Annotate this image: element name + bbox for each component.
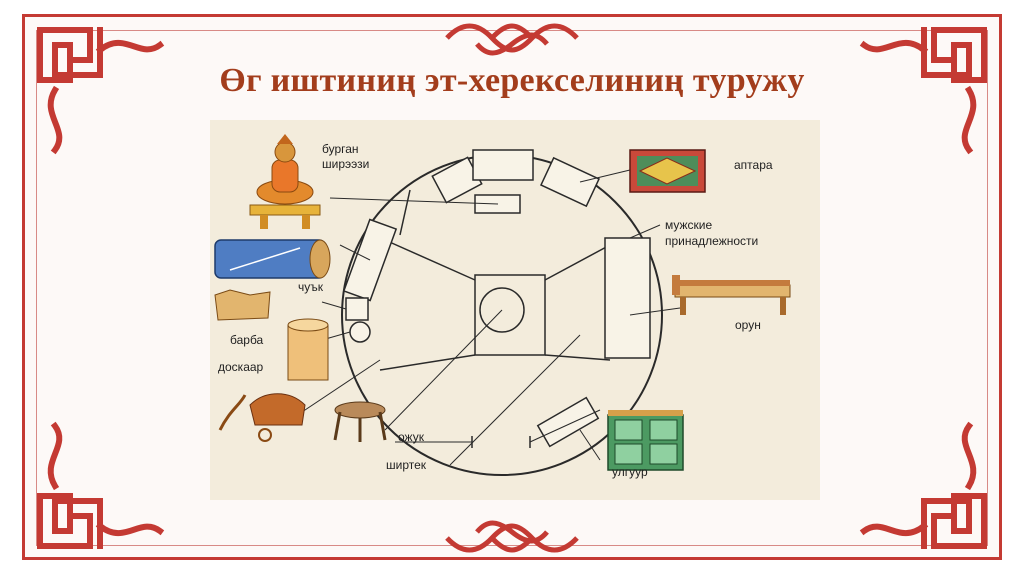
rolled-felt-illustration	[214, 239, 331, 279]
doskaar-vessel-illustration	[287, 318, 329, 381]
label-male-line1: мужские	[665, 218, 713, 232]
corner-ornament-top-left	[37, 27, 165, 155]
corner-ornament-top-right	[859, 27, 987, 155]
cupboard-box	[536, 396, 600, 448]
label-male-line2: принадлежности	[665, 234, 759, 248]
carpet-illustration	[629, 149, 706, 193]
bottom-center-knot-ornament	[445, 520, 579, 553]
label-orun: орун	[735, 318, 761, 332]
barba-box	[345, 297, 369, 321]
label-shirtek: ширтек	[386, 458, 427, 472]
yurt-layout-diagram: бурган ширээзи аптара мужские принадлежн…	[210, 120, 820, 500]
label-barba: барба	[230, 333, 264, 347]
chest-box	[540, 156, 600, 208]
center-area	[474, 274, 546, 356]
altar-box-center	[472, 149, 534, 181]
label-ozhuk: ожук	[398, 430, 424, 444]
cabinet-illustration	[607, 410, 684, 471]
bed-illustration	[672, 275, 791, 315]
corner-ornament-bottom-right	[859, 421, 987, 549]
saddle-illustration	[218, 393, 306, 442]
slide-inner-border	[36, 30, 988, 546]
buddha-figure-illustration	[249, 134, 321, 229]
top-center-knot-ornament	[445, 23, 579, 56]
doskaar-circle	[349, 321, 371, 343]
label-burgan-line1: бурган	[322, 142, 359, 156]
corner-ornament-bottom-left	[37, 421, 165, 549]
hearth-circle	[479, 287, 525, 333]
label-ulguur: улгуур	[612, 465, 648, 479]
label-doskaar: доскаар	[218, 360, 264, 374]
label-chuuk: чуък	[298, 280, 324, 294]
stove-illustration	[333, 401, 387, 442]
label-burgan-line2: ширээзи	[322, 157, 370, 171]
bed-box	[604, 237, 651, 359]
barba-bag-illustration	[214, 289, 271, 321]
slide-title: Өг иштиниң эт-херекселиниң туружу	[219, 62, 805, 99]
label-aptara: аптара	[734, 158, 773, 172]
